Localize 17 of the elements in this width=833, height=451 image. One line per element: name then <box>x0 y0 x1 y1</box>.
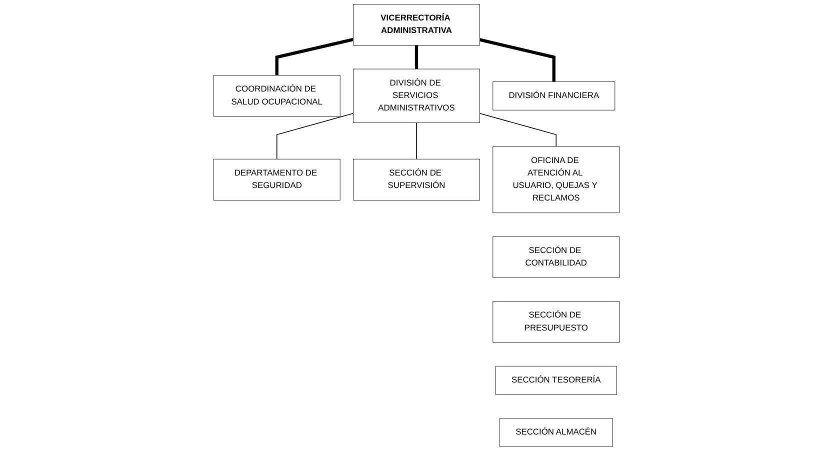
node-box: VICERRECTORÍA ADMINISTRATIVA <box>353 4 480 46</box>
node-box: SECCIÓN ALMACÉN <box>500 418 613 448</box>
node-box: SECCIÓN DE PRESUPUESTO <box>492 301 620 343</box>
node-box: OFICINA DE ATENCIÓN AL USUARIO, QUEJAS Y RECLAMOS <box>492 146 620 214</box>
node-box: DIVISIÓN FINANCIERA <box>492 81 616 110</box>
node-box: SECCIÓN TESORERÍA <box>495 366 617 395</box>
connector <box>275 38 354 76</box>
connector <box>276 113 354 160</box>
node-box: SECCIÓN DE SUPERVISIÓN <box>353 158 480 200</box>
connector <box>479 38 556 82</box>
node-box: DIVISIÓN DE SERVICIOS ADMINISTRATIVOS <box>353 68 480 124</box>
node-box: DEPARTAMENTO DE SEGURIDAD <box>213 158 340 200</box>
connector <box>479 113 557 147</box>
connector <box>414 45 418 70</box>
node-box: COORDINACIÓN DE SALUD OCUPACIONAL <box>213 75 340 117</box>
node-box: SECCIÓN DE CONTABILIDAD <box>492 236 620 278</box>
connector <box>416 122 417 160</box>
